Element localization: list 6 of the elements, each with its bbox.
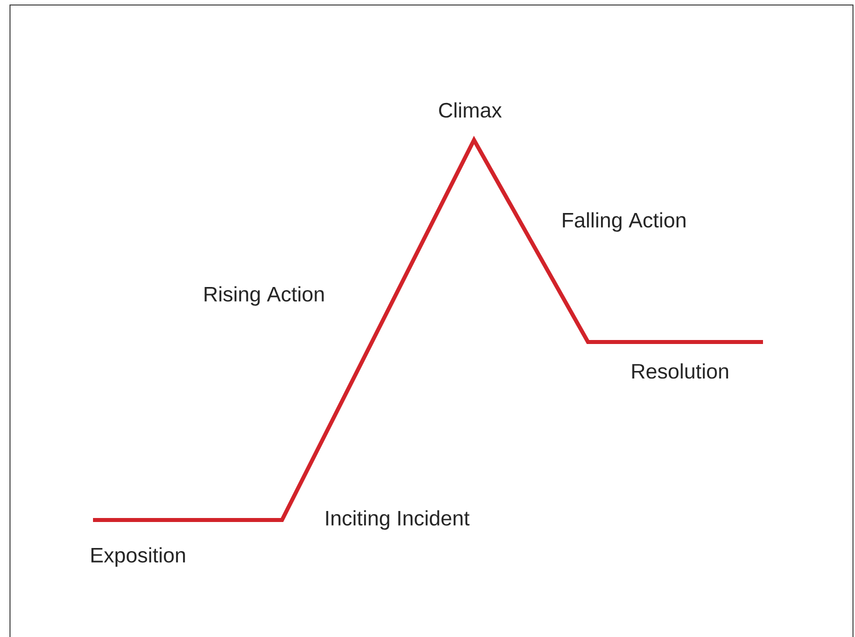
stage-label: Rising Action xyxy=(204,286,324,306)
stage-label: Inciting Incident xyxy=(326,510,470,530)
stage-label: Exposition xyxy=(91,547,185,567)
stage-label: Falling Action xyxy=(562,212,686,232)
stage-label: Resolution xyxy=(632,363,728,379)
stage-label: Climax xyxy=(439,102,502,118)
